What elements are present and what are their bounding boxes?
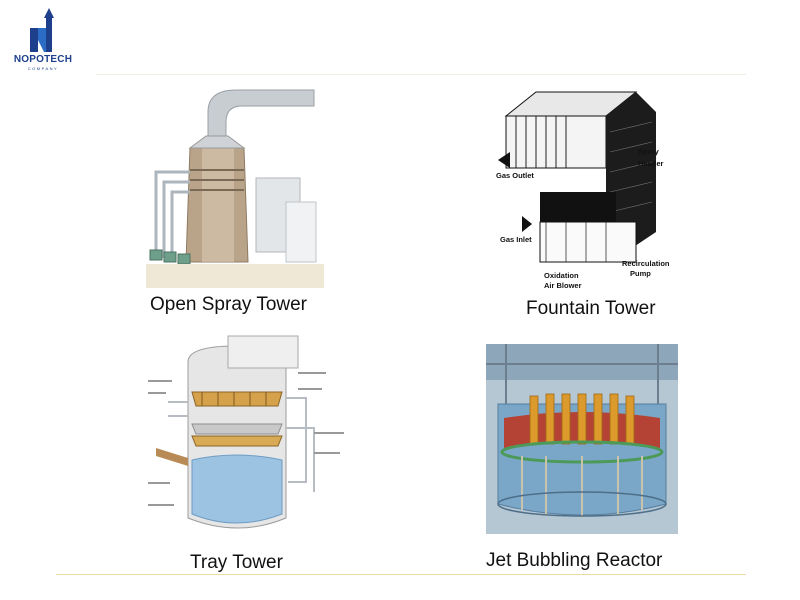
oxidation-label-line1: Oxidation (544, 271, 579, 280)
jet-bubbling-reactor-figure (486, 344, 678, 534)
open-spray-tower-figure (146, 82, 324, 288)
footer-divider (56, 574, 746, 575)
logo-subtitle: COMPANY (27, 66, 59, 71)
gas-outlet-label: Gas Outlet (496, 171, 534, 180)
fountain-tower-caption: Fountain Tower (526, 298, 656, 319)
jet-bubbling-reactor-caption: Jet Bubbling Reactor (486, 550, 663, 571)
logo-mark-icon (30, 8, 54, 52)
tray-tower-figure (138, 332, 354, 544)
tray-tower-caption: Tray Tower (190, 552, 283, 573)
spray-header-label-line2: Header (638, 159, 664, 168)
header-divider (96, 74, 746, 75)
spray-header-label-line1: Spray (638, 147, 660, 156)
open-spray-tower-caption: Open Spray Tower (150, 294, 308, 315)
company-logo: NOPOTECH COMPANY (8, 6, 78, 72)
oxidation-label-line2: Air Blower (544, 281, 582, 290)
gas-inlet-label: Gas Inlet (500, 235, 532, 244)
recirculation-label-line1: Recirculation (622, 259, 670, 268)
logo-wordmark: NOPOTECH (13, 54, 73, 65)
fountain-tower-figure: Gas Outlet Spray Header Gas Inlet Recirc… (496, 82, 678, 292)
recirculation-label-line2: Pump (630, 269, 651, 278)
